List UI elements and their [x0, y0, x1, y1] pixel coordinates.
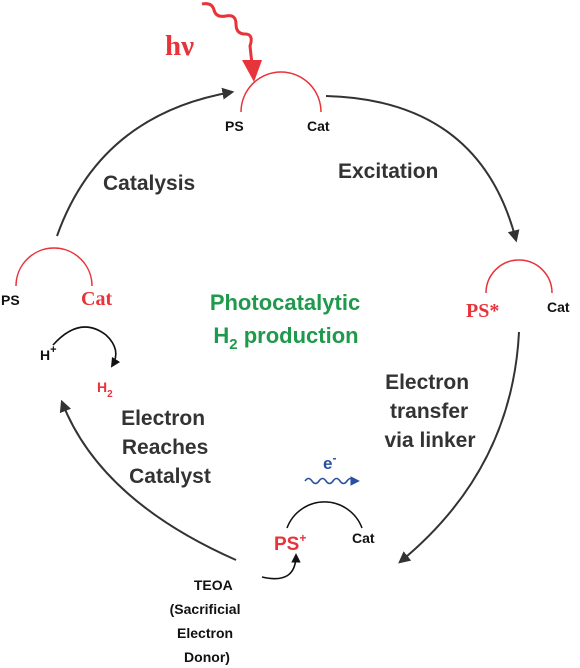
top-linker-arc — [240, 71, 322, 113]
h2-product-label: H2 — [97, 379, 113, 400]
electron-label: e- — [323, 451, 336, 473]
proton-label: H+ — [40, 344, 57, 363]
step-catalysis-label: Catalysis — [103, 172, 195, 195]
proton-charge: + — [50, 344, 56, 356]
step-transfer-line-3: via linker — [384, 429, 475, 452]
h2-product-subscript: 2 — [107, 389, 113, 400]
donor-line-1: TEOA — [194, 577, 233, 593]
bottom-ps-label: PS+ — [274, 531, 306, 555]
left-cat-label: Cat — [81, 288, 112, 310]
proton-reduction-arrow — [52, 326, 121, 368]
step-transfer-line-2: transfer — [390, 400, 468, 423]
arrow-top-to-right — [325, 95, 520, 243]
arrow-bottom-to-left — [59, 399, 237, 561]
bottom-linker-arc — [286, 501, 363, 529]
step-reaches-line-2: Reaches — [122, 436, 208, 459]
donor-line-3: Electron — [177, 625, 233, 641]
right-cat-label: Cat — [547, 299, 570, 315]
electron-wave-icon — [304, 476, 360, 486]
light-arrowhead-icon — [242, 60, 262, 82]
right-linker-arc — [485, 259, 553, 294]
donor-label: TEOA (Sacrificial Electron Donor) — [170, 577, 245, 665]
donor-line-2: (Sacrificial — [170, 601, 241, 617]
top-ps-label: PS — [225, 118, 244, 134]
right-ps-label: PS* — [466, 300, 499, 322]
bottom-ps-charge: + — [299, 531, 306, 545]
step-reaches-line-3: Catalyst — [129, 465, 211, 488]
center-title-line-2: H2 production — [213, 323, 358, 353]
light-symbol: hν — [165, 30, 194, 62]
step-reaches-line-1: Electron — [121, 407, 205, 430]
center-title-subscript: 2 — [229, 336, 237, 353]
step-transfer-line-1: Electron — [385, 371, 469, 394]
donor-arrow — [261, 553, 301, 580]
arrow-right-to-bottom — [398, 331, 520, 564]
light-wave-icon — [201, 2, 254, 65]
left-linker-arc — [15, 247, 93, 287]
center-title-line-1: Photocatalytic — [210, 290, 360, 315]
step-transfer-label: Electron transfer via linker — [384, 371, 475, 452]
step-excitation-label: Excitation — [338, 160, 438, 183]
top-cat-label: Cat — [307, 118, 330, 134]
step-reaches-label: Electron Reaches Catalyst — [121, 407, 214, 488]
left-ps-label: PS — [1, 292, 20, 308]
donor-line-4: Donor) — [184, 649, 230, 665]
arrow-left-to-top — [56, 87, 235, 237]
electron-charge: - — [332, 451, 336, 465]
bottom-cat-label: Cat — [352, 530, 375, 546]
